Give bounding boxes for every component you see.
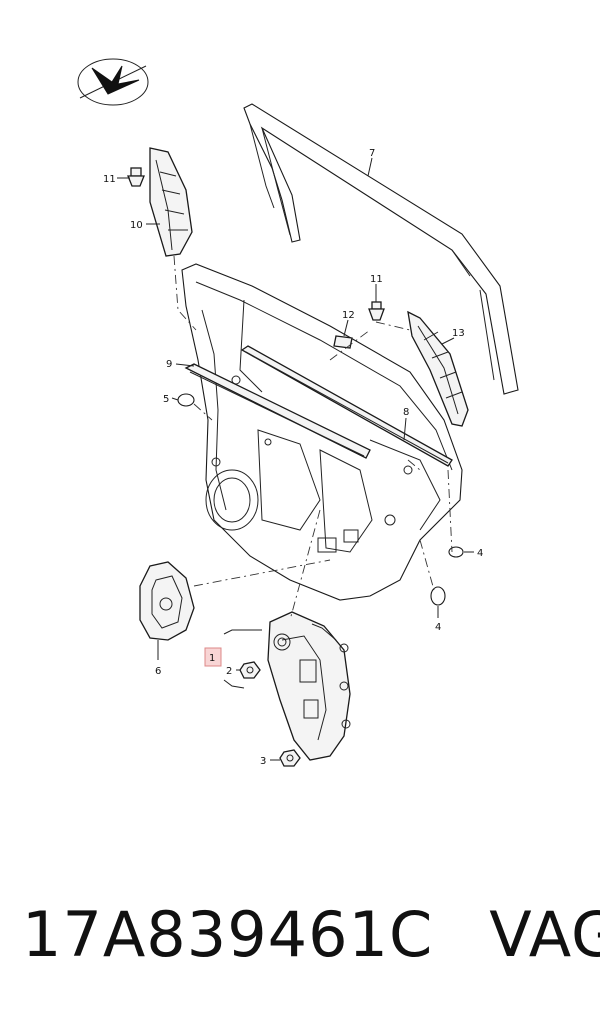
callout-2: 2: [226, 666, 232, 677]
cover-seal-frame: [139, 561, 195, 641]
callout-9: 9: [166, 359, 172, 370]
callout-11-right: 11: [370, 274, 383, 285]
window-regulator-module: [267, 611, 351, 761]
clip-fastener-icon: [368, 301, 385, 321]
callout-10: 10: [130, 220, 143, 231]
front-trim-strip: [149, 147, 193, 257]
exploded-parts-diagram: 11 10 7 11 12 13 9 5 8 4 4 6 1 2 3: [77, 58, 519, 767]
callout-13: 13: [452, 328, 465, 339]
plug-icon: [177, 393, 195, 407]
direction-logo-icon: [77, 58, 149, 106]
part-number: 17A839461C: [22, 898, 434, 971]
callout-8: 8: [403, 407, 409, 418]
part-number-caption: 17A839461C VAG: [22, 898, 600, 971]
callout-7: 7: [369, 148, 375, 159]
label-sticker: [333, 335, 353, 349]
inner-window-seal: [240, 345, 453, 467]
brand-name: VAG: [489, 898, 600, 971]
callout-5: 5: [163, 394, 169, 405]
plug-icon: [448, 546, 464, 558]
nut-icon: [279, 749, 301, 767]
plug-icon: [430, 586, 446, 606]
callout-6: 6: [155, 666, 161, 677]
callout-12: 12: [342, 310, 355, 321]
rear-trim-strip: [407, 310, 469, 427]
callout-1: 1: [209, 653, 215, 664]
callout-11-left: 11: [103, 174, 116, 185]
callout-4-upper: 4: [477, 548, 483, 559]
callout-highlight-box: [204, 647, 222, 667]
callout-4-lower: 4: [435, 622, 441, 633]
callout-leaders: [117, 157, 474, 761]
callout-3: 3: [260, 756, 266, 767]
clip-fastener-icon: [127, 167, 145, 187]
window-guide-rail: [243, 103, 519, 395]
assembly-dashed-lines: [173, 255, 453, 621]
nut-icon: [239, 661, 261, 679]
